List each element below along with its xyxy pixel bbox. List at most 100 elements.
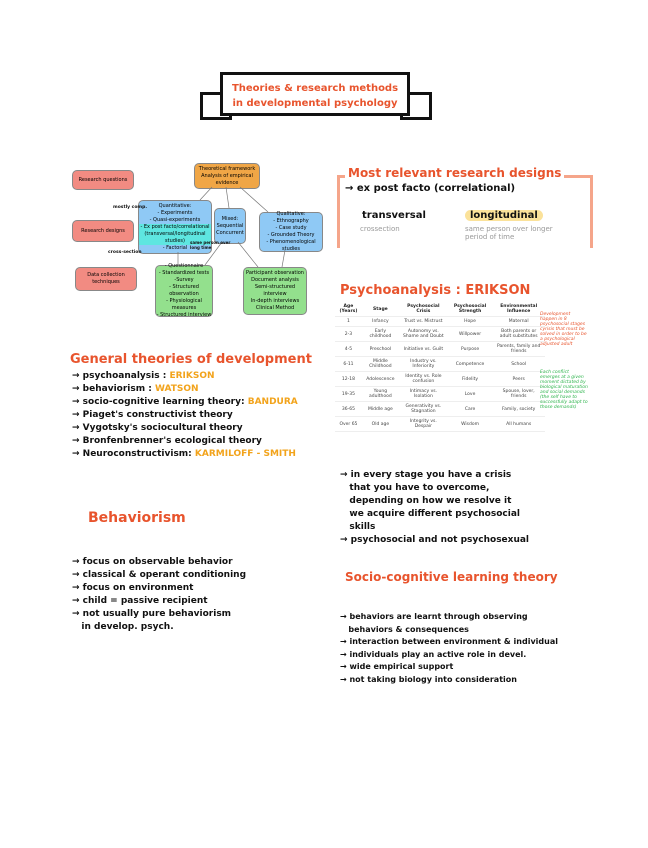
table-cell: All humans — [492, 416, 545, 432]
theory-text: → Piaget's constructivist theory — [72, 410, 233, 420]
table-cell: Trust vs. Mistrust — [398, 316, 448, 327]
text: (transversal/longitudinal studies) — [139, 230, 211, 245]
list-item: depending on how we resolve it — [340, 496, 512, 506]
text: - Standardized tests — [158, 270, 210, 276]
table-cell: Adolescence — [361, 371, 399, 387]
text: - Grounded Theory — [267, 232, 315, 238]
text: -Survey — [174, 277, 194, 283]
transversal-sub: crossection — [360, 225, 400, 233]
title-line-2: in developmental psychology — [232, 98, 398, 109]
note-cross-section: cross-section — [108, 250, 142, 255]
list-item: → individuals play an active role in dev… — [340, 649, 527, 659]
theory-author: KARMILOFF - SMITH — [194, 449, 296, 459]
table-cell: Identity vs. Role confusion — [398, 371, 448, 387]
list-item: → Piaget's constructivist theory — [72, 409, 298, 422]
table-cell: 19-35 — [335, 386, 362, 402]
text: Theoretical framework — [198, 165, 256, 172]
table-cell: Fidelity — [447, 371, 493, 387]
list-item: we acquire different psychosocial — [340, 509, 520, 519]
table-cell: Spouse, lover, friends — [492, 386, 545, 402]
list-item: in develop. psych. — [72, 622, 174, 632]
table-cell: Early childhood — [361, 326, 399, 342]
table-cell: Hope — [447, 316, 493, 327]
list-item: → Neuroconstructivism: KARMILOFF - SMITH — [72, 448, 298, 461]
table-cell: Industry vs. Inferiority — [398, 356, 448, 372]
table-cell: Love — [447, 386, 493, 402]
list-item: → interaction between environment & indi… — [340, 637, 558, 646]
list-item: → wide empirical support — [340, 662, 454, 671]
text: Clinical Method — [255, 305, 295, 311]
table-cell: Young adulthood — [361, 386, 399, 402]
text: - Ex post facto/correlational — [139, 223, 211, 231]
table-header: Psychosocial Crisis — [398, 302, 448, 317]
text: - Phenomenological studies — [266, 239, 316, 252]
behaviorism-title: Behaviorism — [88, 510, 186, 526]
table-cell: Care — [447, 401, 493, 417]
designs-line: → ex post facto (correlational) — [345, 183, 516, 194]
text: - Ethnography — [273, 218, 309, 224]
text: In-depth interviews — [250, 298, 300, 304]
text: Participant observation — [246, 270, 304, 276]
theory-text: → Neuroconstructivism: — [72, 449, 195, 459]
note-mostly: mostly comp. — [113, 205, 148, 210]
theory-author: WATSON — [154, 384, 199, 394]
table-cell: Both parents or adult substitutes — [492, 326, 545, 342]
quant-techniques-box: - Questionnaire- Standardized tests-Surv… — [155, 263, 213, 318]
table-header: Stage — [361, 302, 399, 317]
text: Document analysis — [251, 277, 299, 283]
table-header: Age (Years) — [335, 302, 362, 317]
table-cell: Generativity vs. Stagnation — [398, 401, 448, 417]
list-item: → child = passive recipient — [72, 596, 208, 606]
table-cell: Initiative vs. Guilt — [398, 341, 448, 357]
research-questions-box: Research questions — [72, 170, 134, 190]
list-item: → Bronfenbrenner's ecological theory — [72, 435, 298, 448]
text: - Experiments — [157, 209, 193, 216]
list-item: behaviors & consequences — [340, 624, 469, 634]
transversal-label: transversal — [362, 210, 426, 221]
longitudinal-label: longitudinal — [465, 210, 543, 221]
table-cell: Intimacy vs. Isolation — [398, 386, 448, 402]
note-same-person: same person over long time — [190, 240, 231, 250]
table-cell: Competence — [447, 356, 493, 372]
theory-text: → Vygotsky's sociocultural theory — [72, 423, 243, 433]
list-item: → classical & operant conditioning — [72, 570, 247, 580]
table-cell: 12-18 — [335, 371, 362, 387]
theory-text: → socio-cognitive learning theory: — [72, 397, 248, 407]
list-item: that you have to overcome, — [340, 483, 490, 493]
data-collection-box: Data collection techniques — [75, 267, 137, 291]
table-cell: Willpower — [447, 326, 493, 342]
longitudinal-sub: same person over longer period of time — [465, 225, 553, 241]
table-cell: Purpose — [447, 341, 493, 357]
table-cell: Parents, family and friends — [492, 341, 545, 357]
theory-text: → behaviorism : — [72, 384, 155, 394]
erikson-note-green: Each conflict emerges at a given moment … — [540, 370, 588, 410]
table-cell: 1 — [335, 316, 362, 327]
table-cell: 6-11 — [335, 356, 362, 372]
table-cell: Peers — [492, 371, 545, 387]
list-item: → behaviorism : WATSON — [72, 383, 298, 396]
text: Analysis of empirical evidence — [201, 172, 253, 186]
table-cell: Integrity vs. Despair — [398, 416, 448, 432]
list-item: → focus on observable behavior — [72, 557, 233, 567]
table-cell: 36-65 — [335, 401, 362, 417]
table-cell: Wisdom — [447, 416, 493, 432]
erikson-title: Psychoanalysis : ERIKSON — [340, 283, 531, 298]
research-designs-box: Research designs — [72, 220, 134, 242]
erikson-list: → in every stage you have a crisis that … — [340, 443, 529, 560]
designs-title: Most relevant research designs — [345, 166, 565, 180]
page-title-banner: Theories & research methods in developme… — [220, 72, 410, 116]
table-cell: Old age — [361, 416, 399, 432]
quantitative-box: Quantitative:- Experiments- Quasi-experi… — [138, 200, 212, 254]
table-cell: Autonomy vs. Shame and Doubt — [398, 326, 448, 342]
text: - Structured observation — [169, 284, 199, 297]
table-cell: School — [492, 356, 545, 372]
